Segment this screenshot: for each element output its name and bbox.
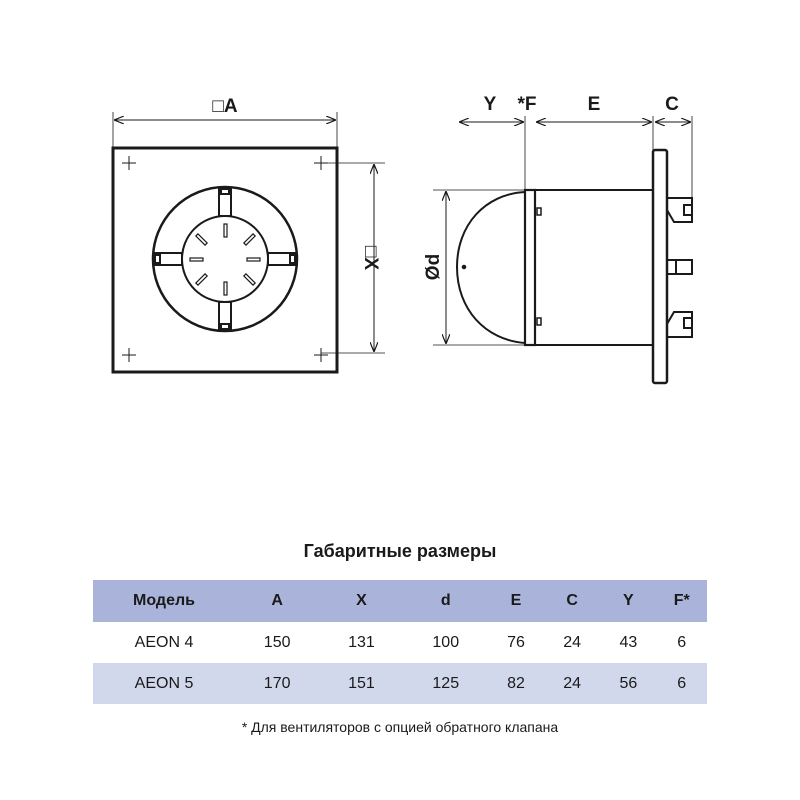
table-cell: 24: [563, 633, 582, 651]
table-cell: 150: [263, 633, 291, 651]
dimension-e-label: E: [588, 94, 601, 115]
fan-slots: [189, 223, 261, 296]
table-title: Габаритные размеры: [303, 541, 497, 561]
front-view: [111, 112, 385, 374]
side-flange: [651, 148, 669, 385]
dimension-a-label: □A: [212, 96, 237, 117]
table-cell: 24: [563, 674, 582, 692]
table-cell: 43: [619, 633, 638, 651]
dimension-x-label: □X: [360, 246, 381, 270]
dimension-f-label: *F: [518, 94, 537, 115]
table-cell: AEON 4: [134, 633, 194, 651]
table-cell: 170: [263, 674, 291, 692]
column-header: F*: [673, 592, 690, 609]
table-cell: 100: [432, 633, 460, 651]
rear-tabs: [666, 197, 693, 338]
table-row: AEON 5 170 151 125 82 24 56 6: [93, 663, 707, 704]
column-header: C: [566, 592, 578, 609]
fan-outer-ring: [151, 185, 299, 333]
fan-clips: [154, 188, 296, 330]
column-header: A: [271, 592, 283, 609]
table-cell: 6: [677, 633, 687, 651]
table-cell: 6: [677, 674, 687, 692]
column-header: Модель: [133, 592, 195, 609]
dimension-y-label: Y: [484, 94, 497, 115]
column-header: d: [440, 592, 451, 609]
dimension-d-label: Ød: [423, 254, 444, 280]
footnote: * Для вентиляторов с опцией обратного кл…: [241, 719, 559, 735]
table-cell: 76: [507, 633, 525, 651]
fan-body: [534, 189, 654, 346]
technical-drawing: □A □X Y *F E C Ød: [111, 94, 693, 385]
fan-dome: [455, 191, 526, 344]
table-row: AEON 4 150 131 100 76 24 43 6: [93, 622, 707, 663]
table-cell: 151: [348, 674, 375, 692]
table-cell: 82: [507, 674, 525, 692]
table-cell: 56: [619, 674, 638, 692]
table-cell: 125: [432, 674, 460, 692]
backdraft-ring: [523, 188, 537, 347]
column-header: E: [510, 592, 522, 609]
column-header: X: [356, 592, 367, 609]
table-cell: AEON 5: [134, 674, 194, 692]
table-cell: 131: [348, 633, 375, 651]
dimensions-table: Модель A X d E C Y F* AEON 4 150 131 100…: [93, 580, 707, 704]
front-plate: [111, 146, 339, 374]
table-header-row: Модель A X d E C Y F*: [93, 580, 707, 622]
side-view: [433, 116, 693, 385]
dimension-c-label: C: [665, 94, 679, 115]
column-header: Y: [623, 592, 634, 609]
